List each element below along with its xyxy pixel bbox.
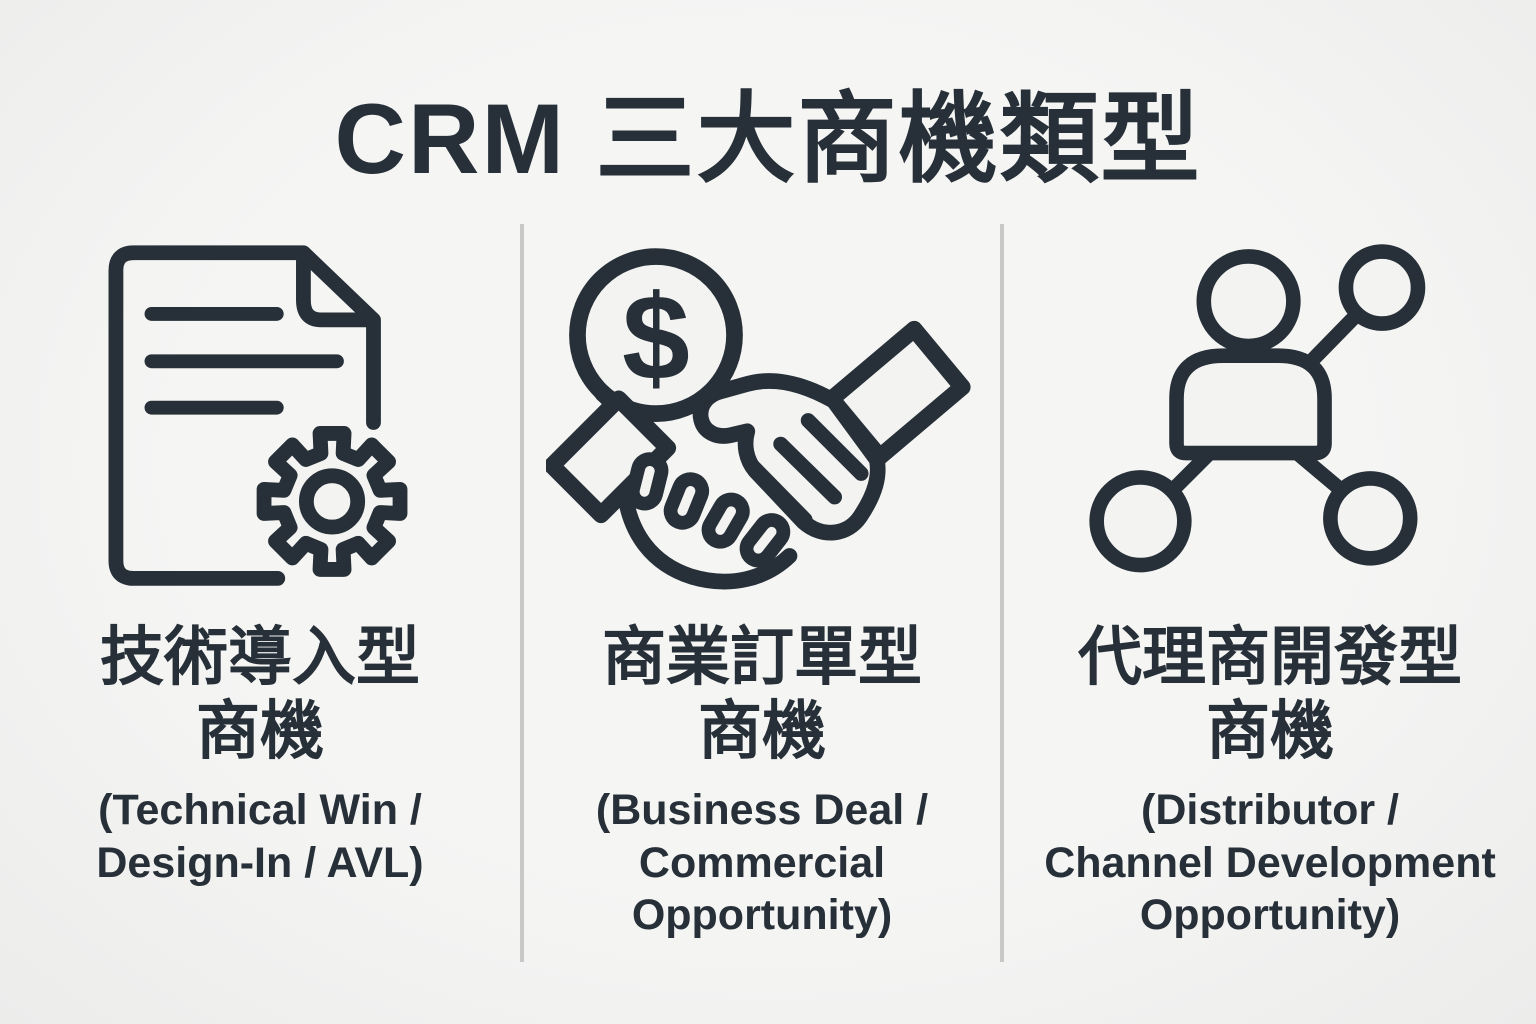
column-business-deal: $ 商業訂單型 商機 (Business Deal / [520,224,1000,962]
column-heading-zh: 技術導入型 商機 [100,621,420,768]
document-gear-icon [92,224,428,616]
document-outline [108,244,381,586]
column-heading-en: (Technical Win / Design-In / AVL) [96,786,424,887]
right-finger-line-3 [800,412,869,481]
opportunity-columns: 技術導入型 商機 (Technical Win / Design-In / AV… [0,224,1536,962]
link-top-right [1306,309,1363,366]
node-top-right [1338,244,1426,331]
column-distributor: 代理商開發型 商機 (Distributor / Channel Develop… [1000,224,1536,962]
column-heading-zh: 商業訂單型 商機 [602,621,922,768]
column-heading-zh: 代理商開發型 商機 [1078,621,1462,768]
left-finger-4 [739,512,791,567]
left-finger-2 [663,471,710,530]
person-network-icon [1085,224,1455,616]
page-title: CRM 三大商機類型 [334,83,1202,194]
person-body [1169,348,1332,461]
dollar-circle [569,247,743,422]
document-fold [296,246,379,327]
right-finger-line-1 [745,458,813,527]
node-bottom-left [1089,470,1192,573]
dollar-handshake-icon: $ [546,224,978,616]
node-bottom-right [1323,471,1418,566]
gear-icon [256,425,408,577]
left-cuff [546,390,677,523]
left-finger-1 [625,451,669,510]
dollar-sign: $ [622,269,690,405]
column-heading-en: (Distributor / Channel Development Oppor… [1044,786,1496,940]
left-finger-3 [701,492,750,549]
person-head [1196,249,1301,354]
column-technical-win: 技術導入型 商機 (Technical Win / Design-In / AV… [0,224,520,962]
right-finger-line-2 [773,436,842,504]
column-heading-en: (Business Deal / Commercial Opportunity) [595,786,929,940]
left-palm [616,482,798,589]
